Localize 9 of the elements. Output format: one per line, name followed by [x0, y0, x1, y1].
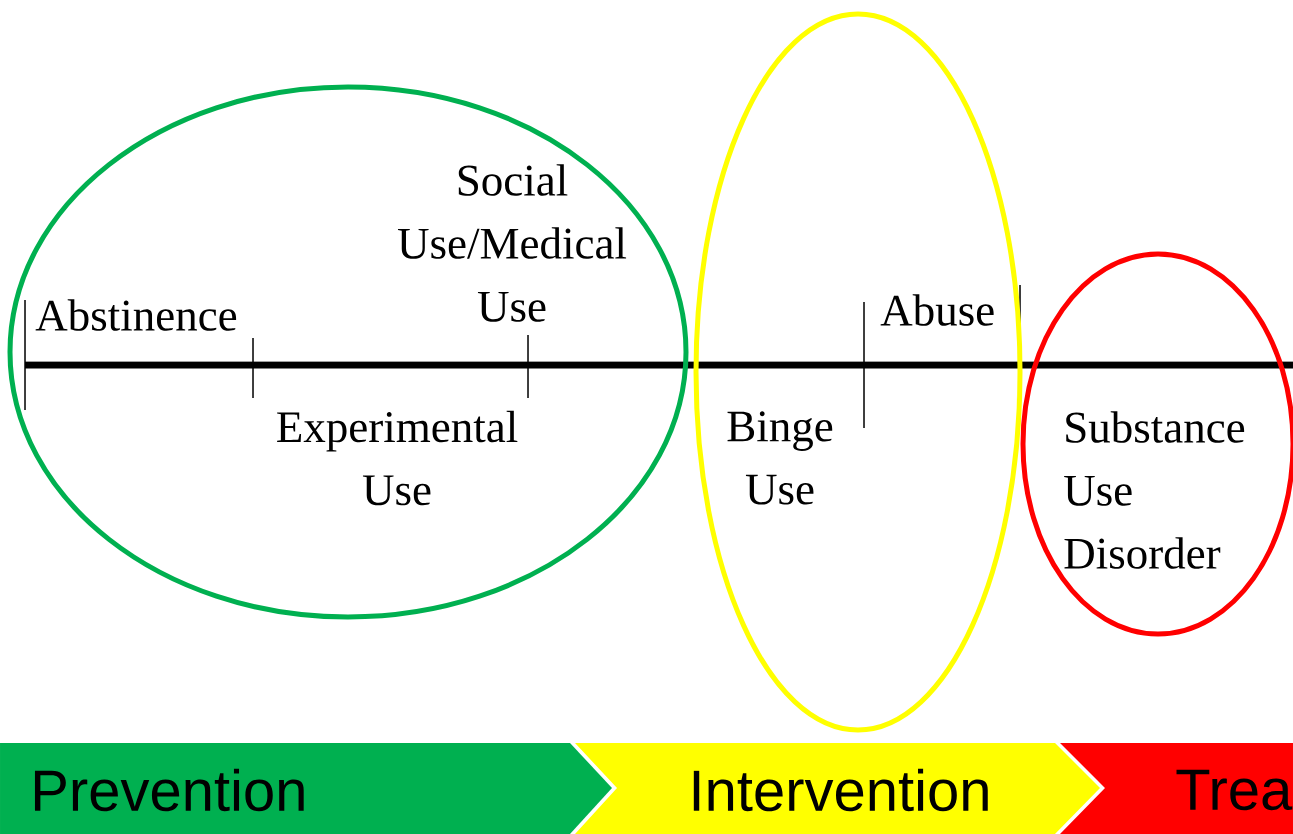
chevron-banner: Prevention — [0, 743, 612, 834]
chevron-banner: Trea — [1060, 743, 1293, 834]
stage-label: Social Use/Medical Use — [398, 164, 627, 322]
chevron-banner: Intervention — [575, 743, 1100, 834]
stage-label: Substance Use Disorder — [1064, 411, 1245, 569]
stage-label: Abstinence — [35, 299, 237, 331]
stage-label: Abuse — [880, 294, 994, 326]
stage-label: Binge Use — [727, 411, 833, 505]
stage-label: Experimental Use — [277, 410, 518, 506]
